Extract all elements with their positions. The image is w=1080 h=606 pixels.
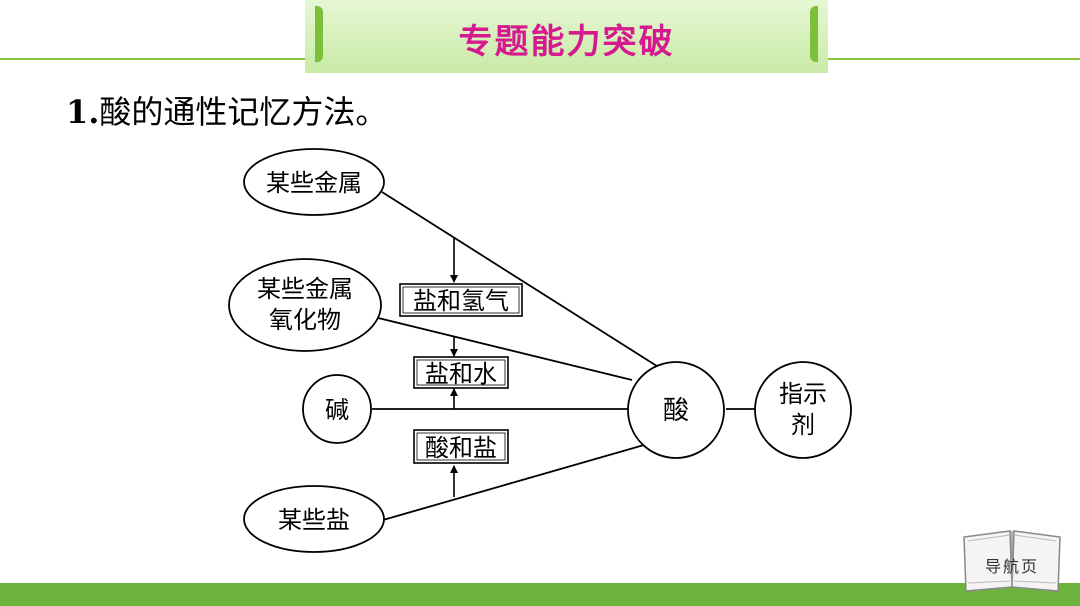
heading-number: 1. (66, 93, 100, 131)
nav-page-label: 导航页 (984, 557, 1039, 576)
line-salt-acid (382, 444, 645, 521)
node-metal-oxide-label-2: 氧化物 (269, 306, 341, 334)
node-base-label: 碱 (325, 396, 349, 424)
line-metal-acid (381, 191, 661, 369)
node-base (302, 374, 372, 444)
node-metal-oxide-label-1: 某些金属 (257, 275, 353, 303)
product-salt-water-label: 盐和水 (425, 360, 497, 388)
product-box-salt-hydrogen-inner (402, 286, 520, 314)
footer-bar (0, 583, 1080, 606)
book-icon (963, 530, 1061, 592)
product-box-salt-hydrogen (399, 283, 523, 317)
node-indicator-label-1: 指示 (779, 380, 827, 408)
product-acid-salt-label: 酸和盐 (425, 434, 497, 462)
node-acid (627, 361, 725, 459)
nav-page-button[interactable]: 导航页 (960, 525, 1064, 595)
banner-title: 专题能力突破 (458, 22, 675, 62)
line-oxide-acid (377, 317, 633, 381)
node-metal-label: 某些金属 (266, 169, 362, 197)
node-indicator-label-2: 剂 (791, 411, 815, 439)
product-box-acid-salt-inner (416, 432, 506, 461)
node-salt (243, 485, 385, 553)
node-salt-label: 某些盐 (278, 506, 350, 534)
product-box-salt-water-inner (416, 359, 506, 386)
section-heading: 1.酸的通性记忆方法。 (66, 87, 387, 133)
product-salt-hydrogen-label: 盐和氢气 (413, 287, 509, 315)
node-acid-label: 酸 (663, 396, 689, 426)
node-metal-oxide (228, 258, 382, 352)
heading-text: 酸的通性记忆方法。 (99, 93, 388, 131)
node-indicator (754, 361, 852, 459)
product-box-acid-salt (413, 429, 509, 464)
title-banner: 专题能力突破 (305, 0, 828, 73)
product-box-salt-water (413, 356, 509, 389)
node-metal (243, 148, 385, 216)
